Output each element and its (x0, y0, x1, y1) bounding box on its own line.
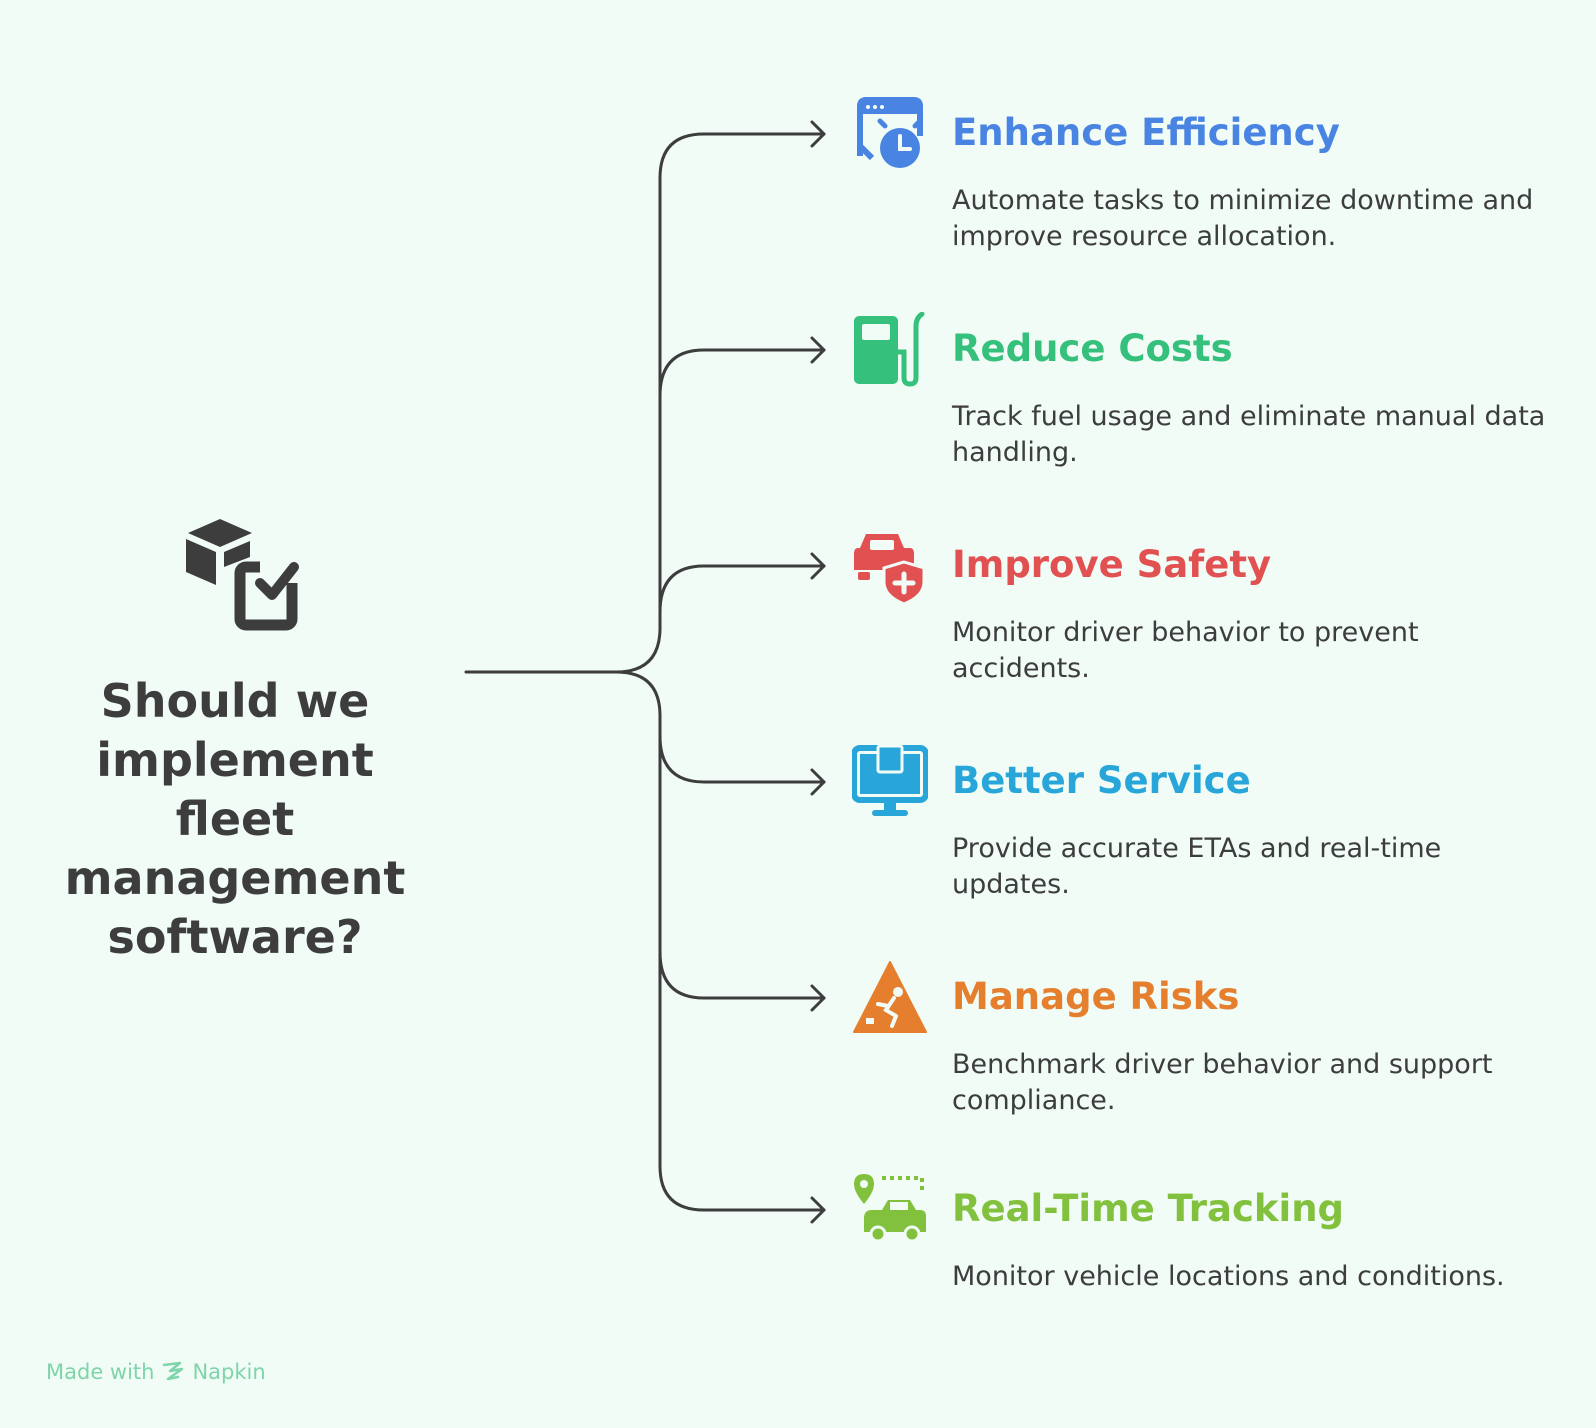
footer-attribution[interactable]: Made with Napkin (46, 1360, 266, 1384)
napkin-logo-icon (163, 1361, 184, 1381)
made-with-label: Made with (46, 1360, 155, 1384)
branch-title-service: Better Service (952, 759, 1251, 802)
branch-desc-tracking: Monitor vehicle locations and conditions… (952, 1261, 1505, 1292)
package-check-icon (186, 519, 300, 631)
monitor-package-icon (852, 744, 928, 816)
fuel-pump-icon (854, 312, 925, 387)
car-shield-icon (854, 534, 926, 604)
branch-title-tracking: Real-Time Tracking (952, 1187, 1345, 1230)
branch-desc-costs: Track fuel usage and eliminate manual da… (952, 401, 1546, 468)
branch-title-safety: Improve Safety (952, 543, 1272, 586)
branch-desc-service: Provide accurate ETAs and real-time upda… (952, 833, 1442, 900)
warning-sign-icon (853, 961, 927, 1033)
location-car-icon (854, 1174, 926, 1243)
branch-desc-safety: Monitor driver behavior to prevent accid… (952, 617, 1419, 684)
napkin-brand-label: Napkin (192, 1360, 266, 1384)
branch-title-efficiency: Enhance Efficiency (952, 111, 1340, 154)
browser-clock-icon (857, 97, 923, 168)
branch-title-costs: Reduce Costs (952, 327, 1233, 370)
branch-desc-efficiency: Automate tasks to minimize downtime and … (952, 185, 1534, 252)
branch-title-risks: Manage Risks (952, 975, 1240, 1018)
branch-desc-risks: Benchmark driver behavior and support co… (952, 1049, 1493, 1116)
central-question: Should we implement fleet management sof… (64, 674, 406, 964)
